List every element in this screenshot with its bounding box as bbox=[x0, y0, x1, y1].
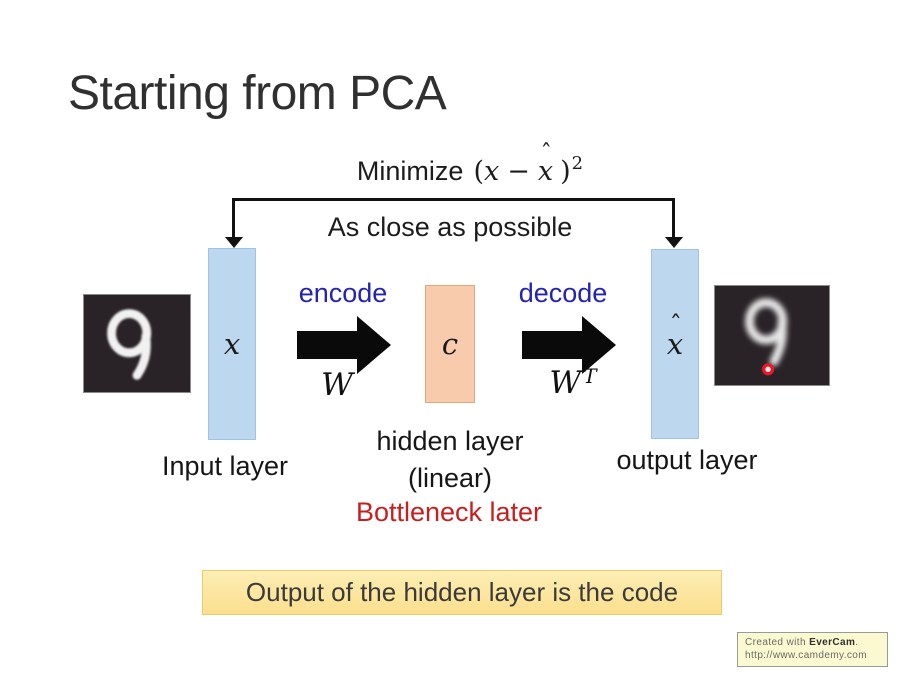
watermark-line1: Created with EverCam. bbox=[745, 636, 887, 649]
formula-minus: − bbox=[507, 156, 530, 187]
watermark-suffix: . bbox=[855, 637, 859, 648]
output-digit-image bbox=[714, 285, 830, 386]
decode-label: decode bbox=[518, 278, 608, 308]
hat-accent: ˆ bbox=[669, 310, 682, 340]
hidden-symbol: c bbox=[441, 327, 459, 361]
hidden-layer-caption: hidden layer (linear) bbox=[340, 423, 560, 497]
weight-matrix-label: W bbox=[321, 367, 353, 403]
formula-open-paren: ( bbox=[473, 156, 484, 187]
formula-exponent: 2 bbox=[571, 153, 584, 174]
input-layer-caption: Input layer bbox=[161, 451, 289, 481]
minimize-label: Minimize bbox=[356, 156, 464, 186]
hidden-caption-line2: (linear) bbox=[407, 463, 493, 493]
down-arrowhead-right bbox=[665, 237, 683, 248]
bracket-horizontal-line bbox=[232, 198, 675, 201]
output-layer-caption: output layer bbox=[616, 445, 758, 475]
code-callout-box: Output of the hidden layer is the code bbox=[202, 570, 722, 615]
bottleneck-note: Bottleneck later bbox=[355, 497, 543, 527]
formula-x-hat-base: x bbox=[537, 156, 554, 187]
code-callout-text: Output of the hidden layer is the code bbox=[245, 577, 679, 607]
wt-base: W bbox=[549, 365, 582, 401]
watermark-prefix: Created with bbox=[745, 637, 810, 648]
input-symbol: x bbox=[223, 327, 241, 361]
hidden-layer-rect: c bbox=[425, 285, 475, 403]
as-close-label: As close as possible bbox=[327, 212, 573, 242]
encode-label: encode bbox=[298, 278, 388, 308]
reconstructed-digit-9-glyph bbox=[745, 298, 788, 376]
formula-close-paren: ) bbox=[560, 156, 571, 187]
hat-accent: ˆ bbox=[540, 141, 552, 168]
down-arrowhead-left bbox=[225, 237, 243, 248]
laser-pointer-dot bbox=[761, 363, 775, 376]
encode-arrow-icon bbox=[297, 316, 391, 374]
output-symbol-base: x bbox=[666, 327, 684, 361]
hidden-caption-line1: hidden layer bbox=[376, 426, 524, 456]
watermark-brand: EverCam bbox=[809, 637, 856, 648]
evercam-watermark: Created with EverCam. http://www.camdemy… bbox=[737, 632, 888, 667]
formula-x: x bbox=[483, 156, 500, 187]
digit-9-glyph bbox=[107, 309, 152, 380]
page-title: Starting from PCA bbox=[68, 67, 447, 120]
bracket-right-vertical-line bbox=[672, 198, 675, 239]
decode-arrow-icon bbox=[522, 316, 616, 374]
watermark-url: http://www.camdemy.com bbox=[745, 650, 867, 661]
bracket-left-vertical-line bbox=[232, 198, 235, 239]
input-digit-image bbox=[83, 294, 191, 393]
wt-superscript: T bbox=[583, 364, 597, 388]
input-layer-rect: x bbox=[208, 248, 256, 440]
